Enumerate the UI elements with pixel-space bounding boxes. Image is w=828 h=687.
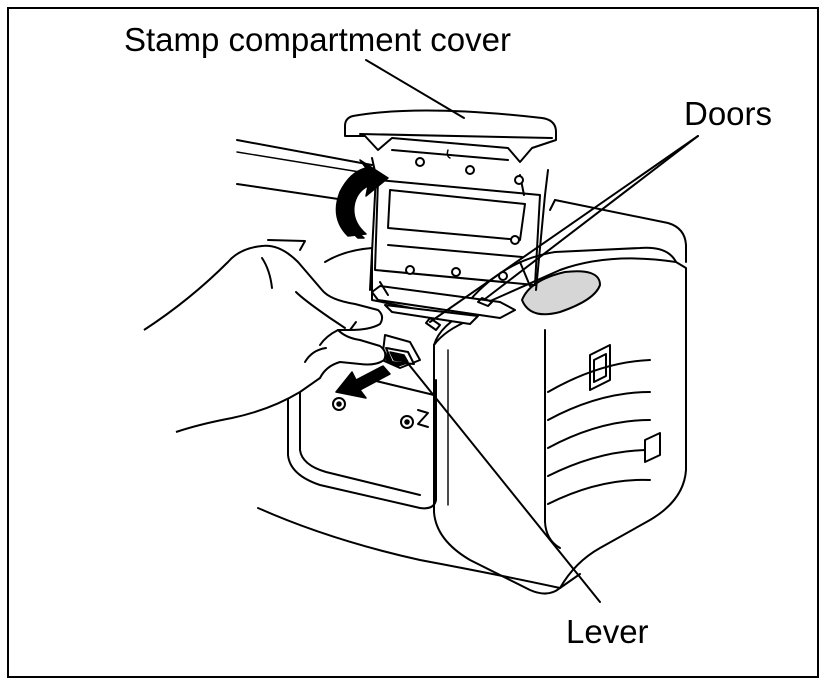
callout-lever: Lever <box>566 613 649 650</box>
leader-doors-1 <box>429 135 699 323</box>
lever-part <box>385 347 415 365</box>
tray-rails <box>236 139 373 251</box>
stamp-compartment-cover <box>344 109 557 185</box>
leader-doors-2 <box>484 135 699 300</box>
callout-stamp-compartment-cover: Stamp compartment cover <box>124 21 511 58</box>
pull-arrow-icon <box>335 365 391 399</box>
leader-lever <box>401 355 601 603</box>
leader-lines <box>365 59 699 603</box>
hand-illustration <box>143 244 387 433</box>
leader-stamp-cover <box>365 59 465 119</box>
lift-arrow-icon <box>335 159 389 239</box>
machine-body <box>257 199 687 595</box>
callout-doors: Doors <box>684 95 772 132</box>
